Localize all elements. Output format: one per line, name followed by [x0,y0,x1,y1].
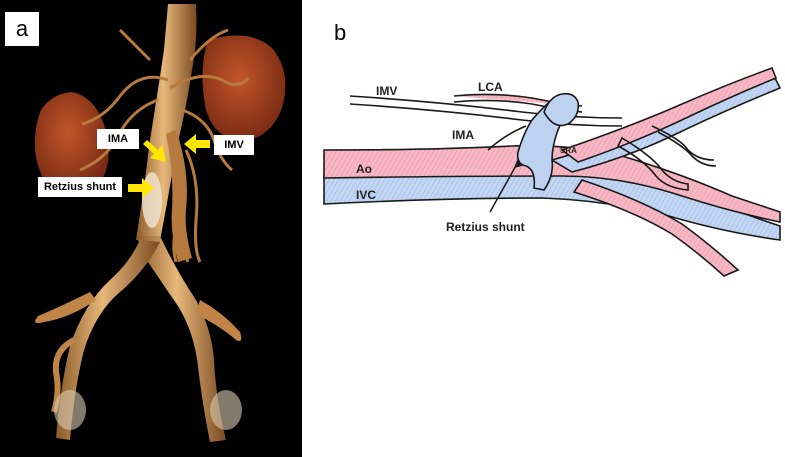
ct-arrows [128,134,210,198]
retzius-shunt-area [142,172,162,228]
ima-line [487,125,527,151]
diagram-label-lca: LCA [478,80,503,94]
imv-vessel [166,130,192,262]
lower-artery [572,179,740,277]
imv-line-1 [349,95,623,119]
imv-line-2 [349,103,623,127]
lca-knot [543,92,580,127]
retzius-pointer-head-icon [514,158,522,168]
diagram-label-retzius: Retzius shunt [446,220,525,234]
left-kidney [34,92,109,194]
right-iliac [136,236,226,442]
branch-1 [616,136,689,191]
retzius-pointer [489,161,519,213]
upper-artery [560,66,778,163]
branch-left [35,292,96,324]
panel-b-diagram: b IMV LCA IMA Ao IVC SRA Retzius shunt [322,0,785,290]
panel-letter-a: a [5,12,39,46]
panel-a-ct-image: a IMA IMV Retzius shunt [0,0,302,457]
diagram-label-sra: SRA [560,146,577,155]
diagram-label-ao: Ao [356,162,372,176]
ima-arrow-icon [143,140,166,162]
ct-label-imv: IMV [214,135,254,155]
diagram-label-imv: IMV [376,84,398,98]
ct-rendering [0,0,302,457]
branch-2 [651,125,715,161]
ct-label-retzius: Retzius shunt [38,177,122,197]
branch-3 [657,131,717,167]
diagram-label-ima: IMA [452,128,474,142]
right-kidney [202,35,286,142]
retzius-arrow-icon [128,178,154,198]
right-pelvic-area [210,390,242,430]
diagram-label-ivc: IVC [356,188,377,202]
ct-label-ima: IMA [97,129,139,149]
left-pelvic-area [54,390,86,430]
imv-arrow-icon [184,134,210,154]
panel-letter-b: b [334,20,347,45]
vascular-schematic [323,66,782,277]
branch-right [196,300,242,341]
